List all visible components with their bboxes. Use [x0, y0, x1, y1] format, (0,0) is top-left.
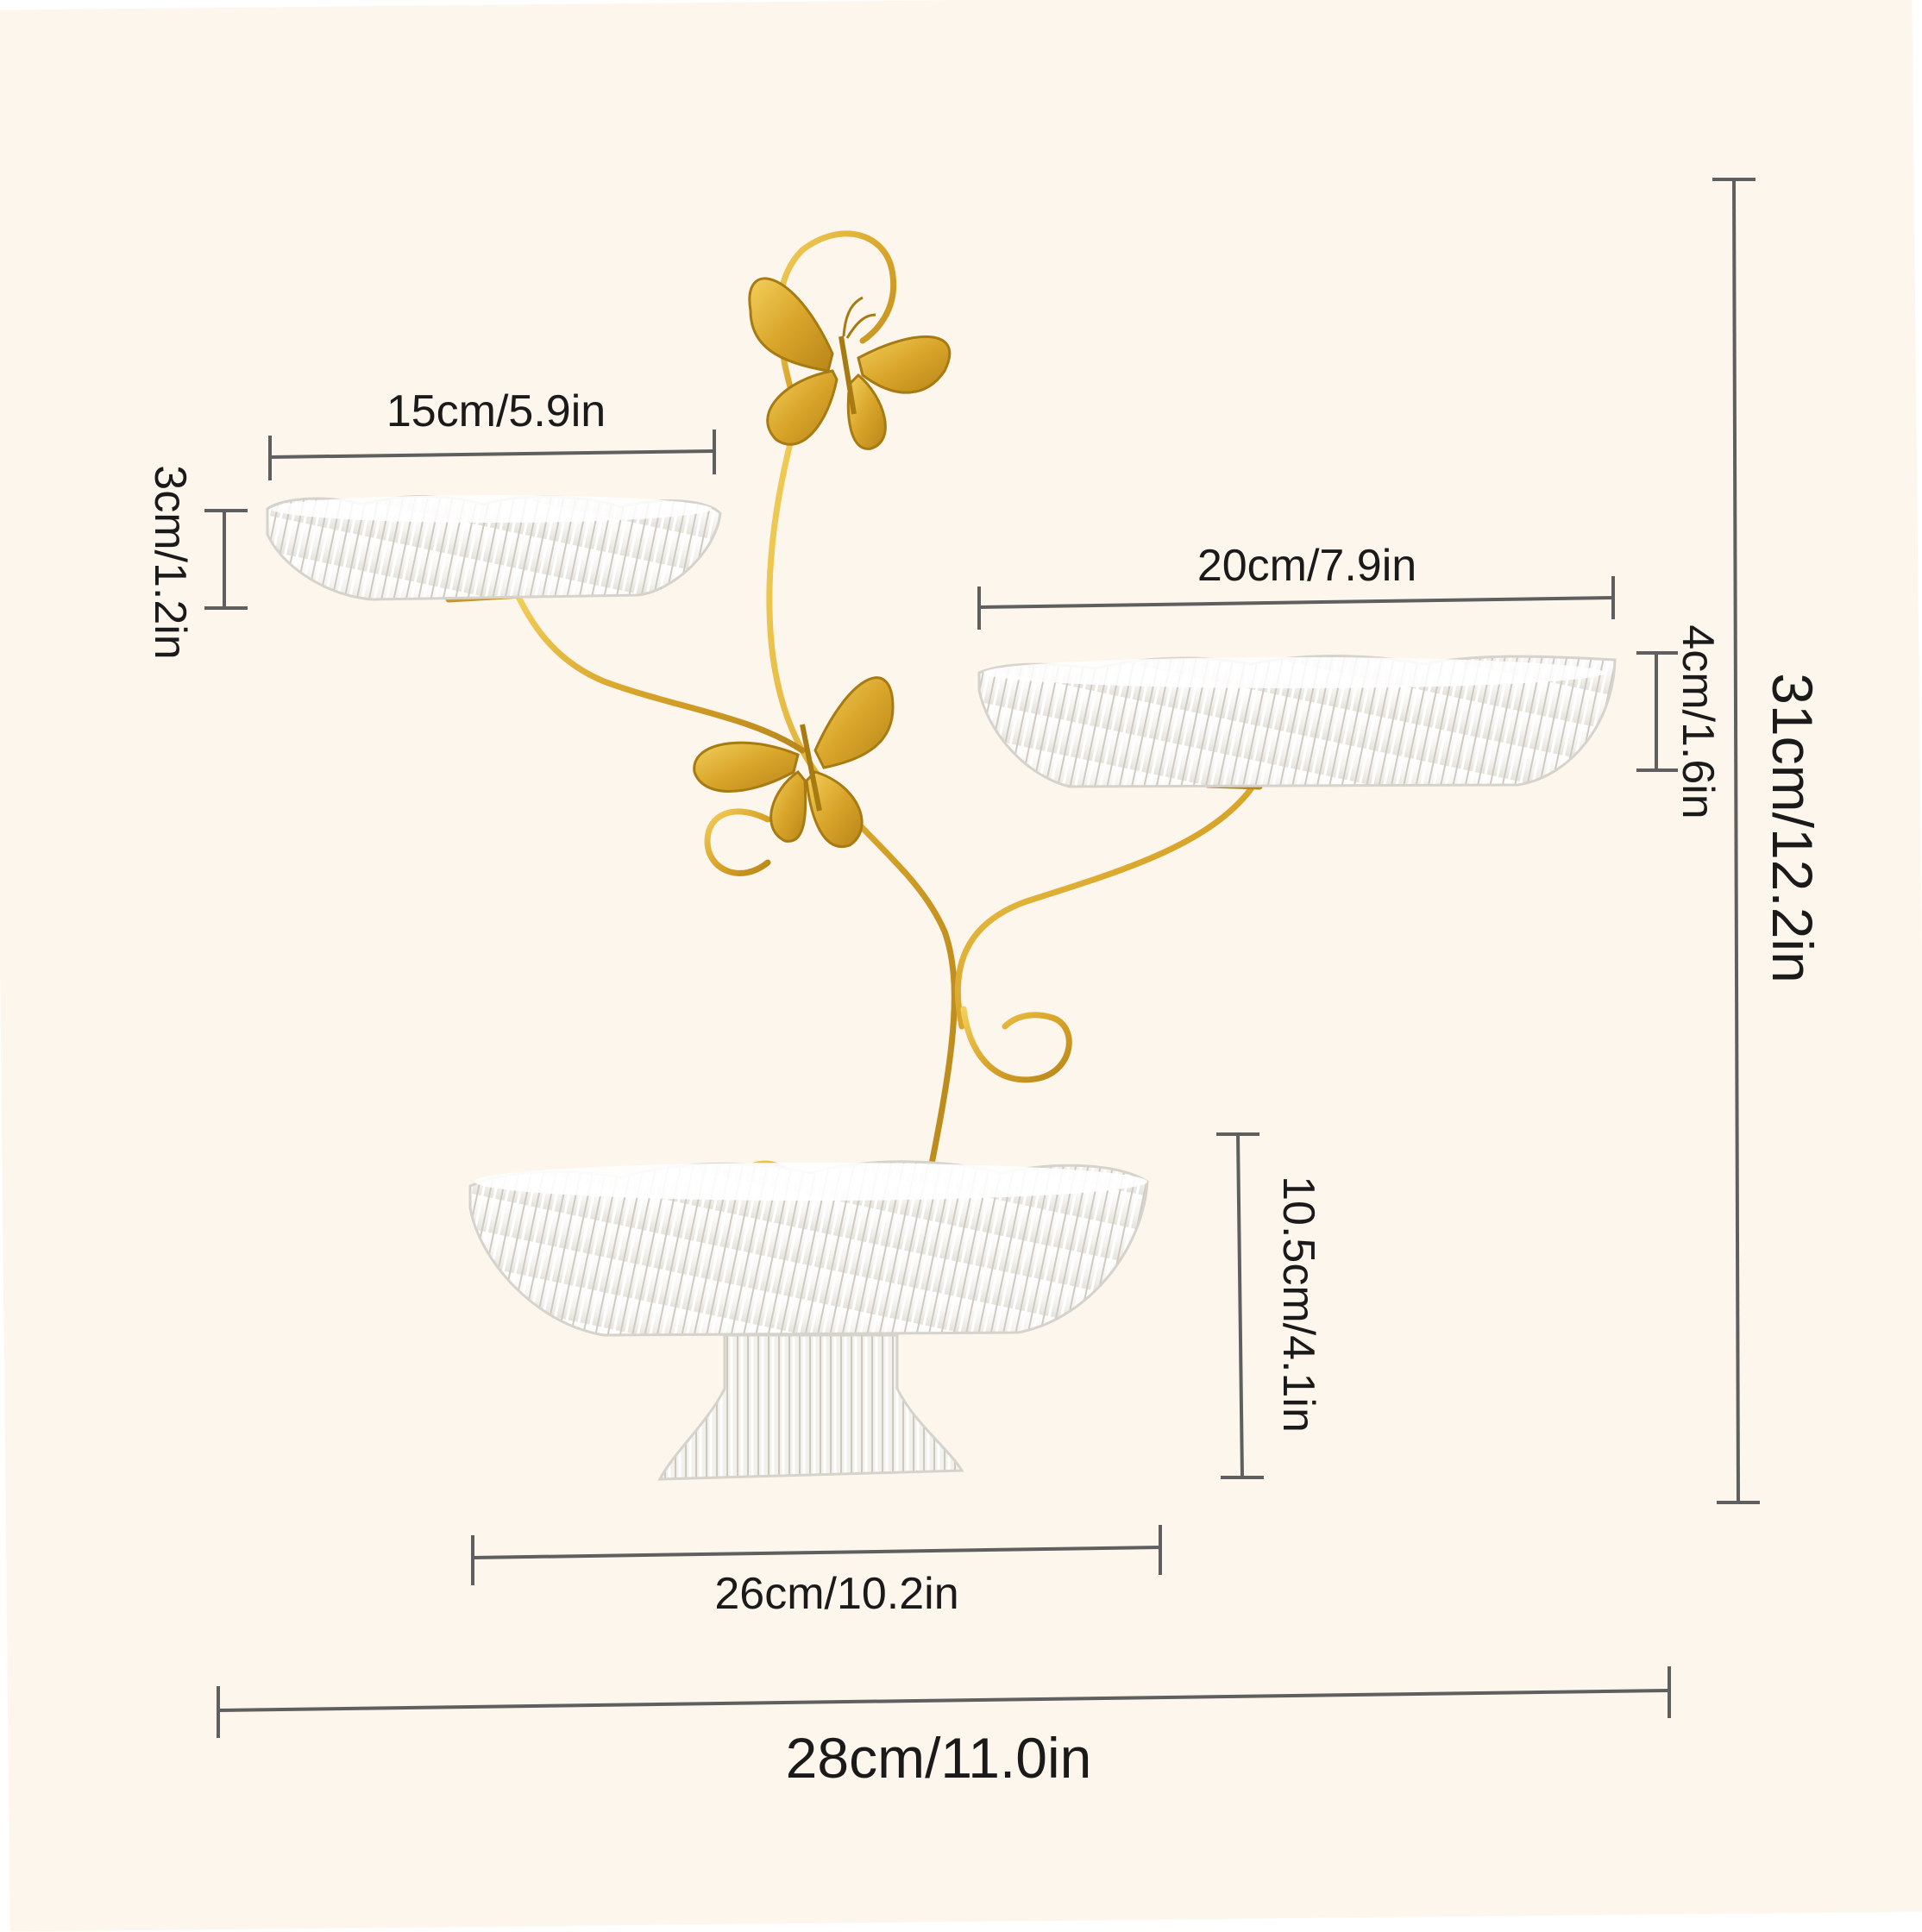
medium-glass-plate — [977, 655, 1617, 788]
right-arm — [954, 786, 1254, 1030]
label-overall-height: 31cm/12.2in — [1761, 673, 1825, 983]
butterfly-icon — [693, 676, 895, 849]
left-curl — [704, 808, 771, 876]
label-bowl-height: 10.5cm/4.1in — [1273, 1176, 1323, 1433]
label-small-plate-height: 3cm/1.2in — [145, 465, 195, 660]
large-glass-bowl — [468, 1160, 1149, 1481]
dim-bowl-height — [1216, 1132, 1264, 1479]
small-glass-plate — [266, 495, 722, 601]
label-overall-width: 28cm/11.0in — [785, 1726, 1092, 1790]
label-bowl-width: 26cm/10.2in — [714, 1569, 959, 1619]
butterfly-icon — [748, 277, 952, 450]
dim-small-plate-width — [268, 430, 716, 480]
main-stem — [766, 411, 958, 1211]
label-medium-plate-height: 4cm/1.6in — [1673, 624, 1723, 819]
dim-medium-plate-height — [1636, 651, 1678, 772]
dim-overall-width — [217, 1666, 1671, 1738]
dim-overall-height — [1712, 178, 1760, 1504]
dim-small-plate-height — [204, 509, 248, 610]
dim-medium-plate-width — [977, 576, 1615, 630]
bottom-curl — [960, 1006, 1072, 1083]
label-small-plate-width: 15cm/5.9in — [386, 386, 606, 436]
dim-bowl-width — [471, 1525, 1162, 1585]
dimension-lines — [204, 178, 1760, 1738]
left-arm — [514, 592, 806, 754]
label-medium-plate-width: 20cm/7.9in — [1197, 541, 1417, 591]
